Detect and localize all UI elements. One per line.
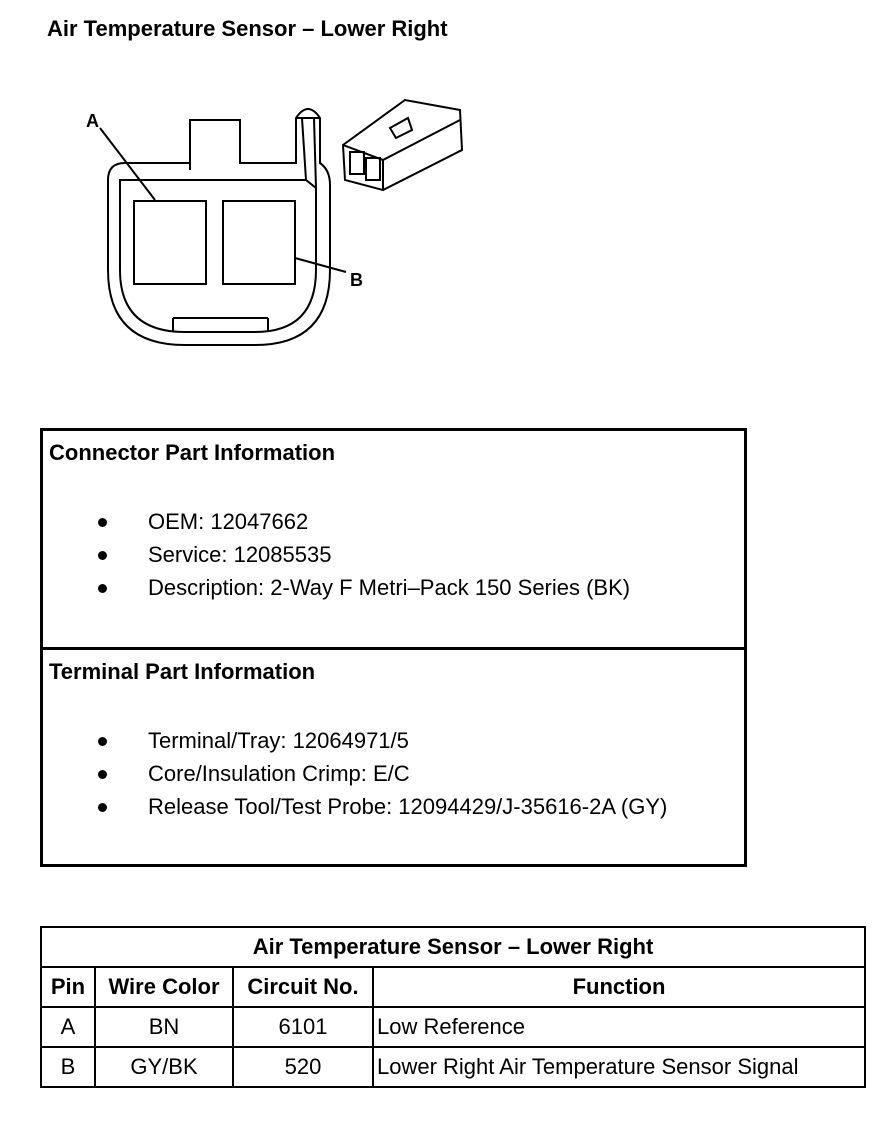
connector-info-box: Connector Part Information OEM: 12047662…	[40, 428, 747, 650]
pinout-table: Air Temperature Sensor – Lower Right Pin…	[40, 926, 866, 1088]
list-item: Release Tool/Test Probe: 12094429/J-3561…	[43, 794, 667, 827]
label-a: A	[86, 111, 99, 131]
list-item: Core/Insulation Crimp: E/C	[43, 761, 667, 794]
cell-wire-color: GY/BK	[94, 1046, 234, 1088]
cell-circuit: 520	[232, 1046, 374, 1088]
cell-function: Lower Right Air Temperature Sensor Signa…	[372, 1046, 866, 1088]
table-row: A BN 6101 Low Reference	[40, 1006, 866, 1048]
leader-b	[294, 257, 347, 273]
terminal-info-heading: Terminal Part Information	[49, 659, 316, 684]
header-wire-color: Wire Color	[94, 966, 234, 1008]
header-circuit: Circuit No.	[232, 966, 374, 1008]
bullet-icon	[98, 551, 107, 560]
terminal-info-list: Terminal/Tray: 12064971/5 Core/Insulatio…	[43, 728, 667, 827]
connector-body-inner	[119, 179, 317, 333]
list-item: Terminal/Tray: 12064971/5	[43, 728, 667, 761]
table-header-row: Pin Wire Color Circuit No. Function	[40, 966, 866, 1008]
cell-pin: B	[40, 1046, 96, 1088]
connector-body-outer	[107, 108, 331, 346]
list-item: Description: 2-Way F Metri–Pack 150 Seri…	[43, 575, 630, 608]
connector-info-heading: Connector Part Information	[49, 440, 336, 465]
table-caption: Air Temperature Sensor – Lower Right	[40, 926, 866, 968]
list-item: Service: 12085535	[43, 542, 630, 575]
cell-circuit: 6101	[232, 1006, 374, 1048]
header-function: Function	[372, 966, 866, 1008]
list-item: OEM: 12047662	[43, 509, 630, 542]
bullet-icon	[98, 518, 107, 527]
connector-diagram: A B	[86, 98, 464, 346]
connector-3d-icon	[341, 98, 464, 192]
cell-wire-color: BN	[94, 1006, 234, 1048]
bullet-icon	[98, 770, 107, 779]
label-b: B	[350, 270, 363, 290]
cavity-b	[222, 200, 296, 285]
bullet-icon	[98, 803, 107, 812]
cell-pin: A	[40, 1006, 96, 1048]
terminal-info-box: Terminal Part Information Terminal/Tray:…	[40, 647, 747, 867]
cavity-a	[133, 200, 207, 285]
bullet-icon	[98, 737, 107, 746]
cell-function: Low Reference	[372, 1006, 866, 1048]
header-pin: Pin	[40, 966, 96, 1008]
page-title: Air Temperature Sensor – Lower Right	[47, 16, 448, 41]
connector-info-list: OEM: 12047662 Service: 12085535 Descript…	[43, 509, 630, 608]
leader-a	[99, 127, 156, 201]
bullet-icon	[98, 584, 107, 593]
table-row: B GY/BK 520 Lower Right Air Temperature …	[40, 1046, 866, 1088]
